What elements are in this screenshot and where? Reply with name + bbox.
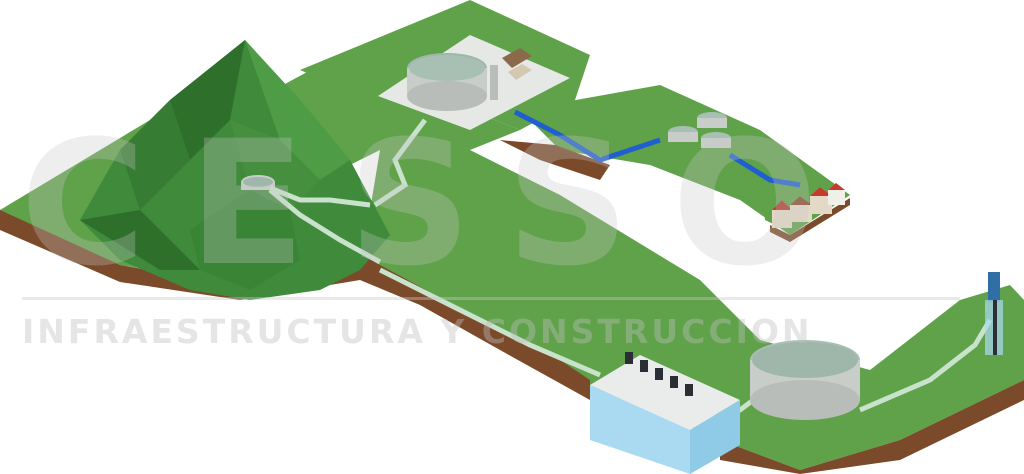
pump-station-icon — [590, 352, 740, 474]
storage-tanks-icon — [668, 112, 731, 148]
reservoir-tank-icon — [750, 340, 860, 420]
houses-icon — [772, 183, 845, 228]
well-pump-icon — [985, 272, 1003, 355]
treatment-plant-icon — [378, 35, 570, 130]
elevated-tank-icon — [241, 175, 275, 190]
